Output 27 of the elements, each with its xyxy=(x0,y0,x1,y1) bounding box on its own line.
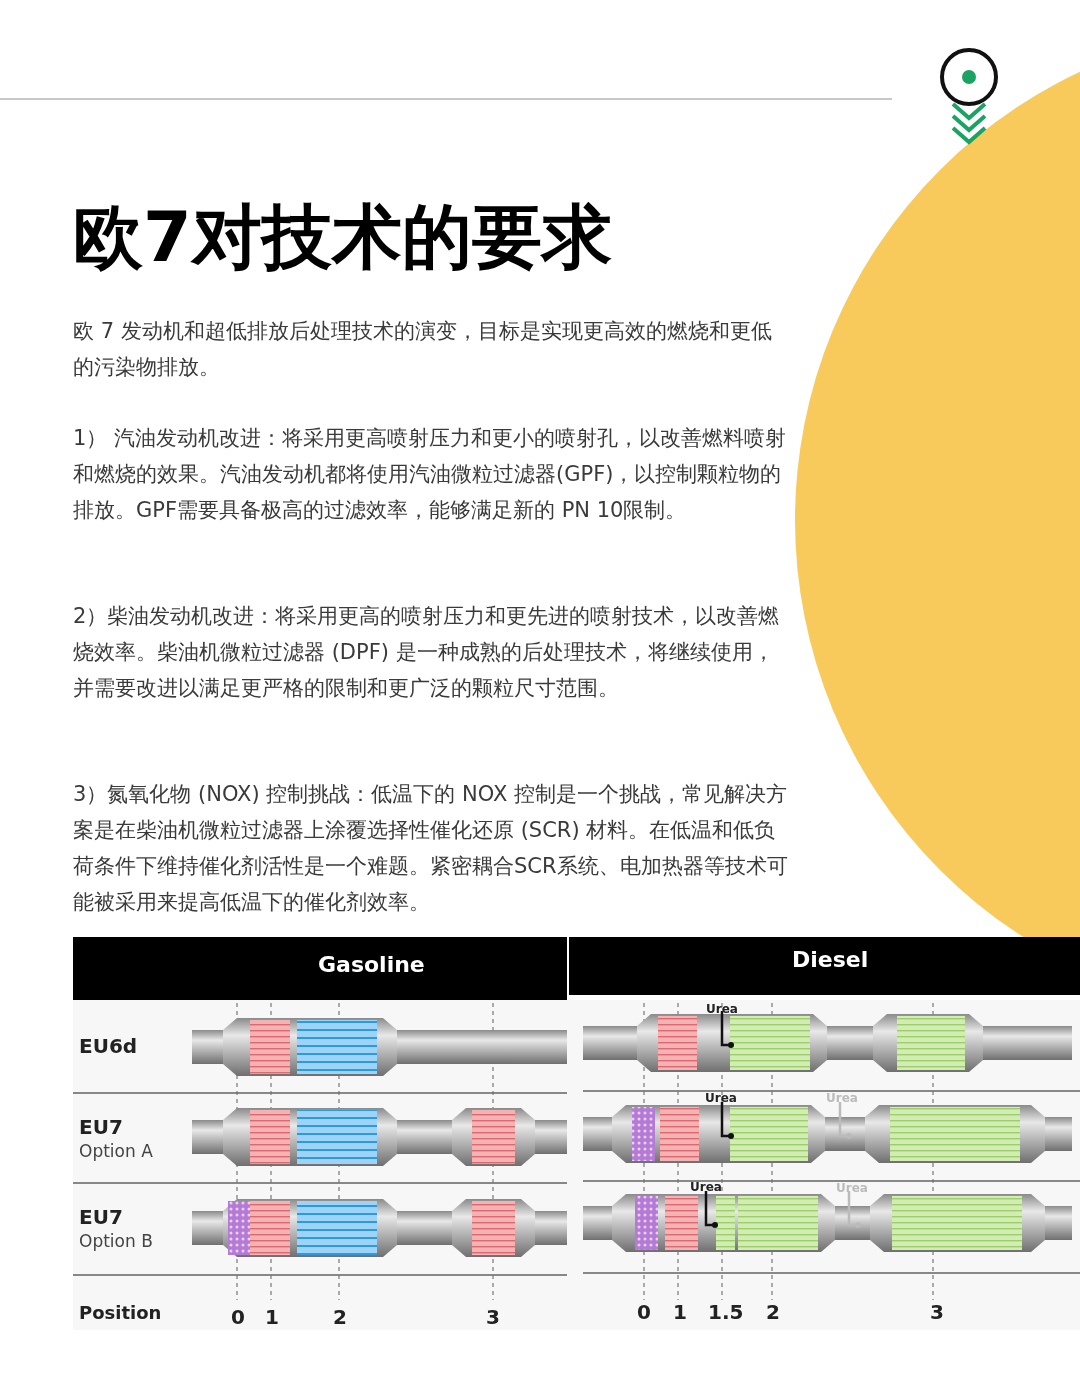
position-number: 1 xyxy=(673,1300,687,1324)
position-number: 1 xyxy=(265,1305,279,1329)
option-label: Option B xyxy=(79,1231,153,1251)
position-number: 2 xyxy=(333,1305,347,1329)
position-number: 0 xyxy=(231,1305,245,1329)
body-paragraph: 2）柴油发动机改进：将采用更高的喷射压力和更先进的喷射技术，以改善燃烧效率。柴油机微粒过滤器 (DPF) 是一种成熟的后处理技术，将继续使用，并需要改进以满足更严格的限制和更广泛的颗粒尺寸范围。 xyxy=(73,603,781,702)
axis-title: Position xyxy=(79,1302,162,1323)
injection-label: Urea xyxy=(836,1181,868,1195)
intro-paragraph: 欧 7 发动机和超低排放后处理技术的演变，目标是实现更高效的燃烧和更低的污染物排放。 xyxy=(73,318,773,381)
position-number: 3 xyxy=(930,1300,944,1324)
position-number: 3 xyxy=(486,1305,500,1329)
row-label: EU6d xyxy=(79,1034,138,1058)
body-paragraph: 3）氮氧化物 (NOX) 控制挑战：低温下的 NOX 控制是一个挑战，常见解决方案是在柴油机微粒过滤器上涂覆选择性催化还原 (SCR) 材料。在低温和低负荷条件下维持催化剂活性是一个难题。紧密耦合SCR系统、电加热器等技术可能被采用来提高低温下的催化剂效率。 xyxy=(73,781,789,916)
injection-label: Urea xyxy=(705,1091,737,1105)
injection-label: Urea xyxy=(826,1091,858,1105)
position-number: 2 xyxy=(766,1300,780,1324)
column-header: Diesel xyxy=(792,947,869,972)
page-title: 欧7对技术的要求 xyxy=(73,195,612,280)
row-label: EU7 xyxy=(79,1205,123,1229)
row-label: EU7 xyxy=(79,1115,123,1139)
option-label: Option A xyxy=(79,1141,153,1161)
position-number: 1.5 xyxy=(708,1300,744,1324)
column-header: Gasoline xyxy=(318,952,425,977)
position-number: 0 xyxy=(637,1300,651,1324)
injection-label: Urea xyxy=(690,1180,722,1194)
body-paragraph: 1） 汽油发动机改进：将采用更高喷射压力和更小的喷射孔，以改善燃料喷射和燃烧的效果。汽油发动机都将使用汽油微粒过滤器(GPF)，以控制颗粒物的排放。GPF需要具备极高的过滤效率，能够满足新的 PN 10限制。 xyxy=(73,425,788,524)
injection-label: Urea xyxy=(706,1002,738,1016)
